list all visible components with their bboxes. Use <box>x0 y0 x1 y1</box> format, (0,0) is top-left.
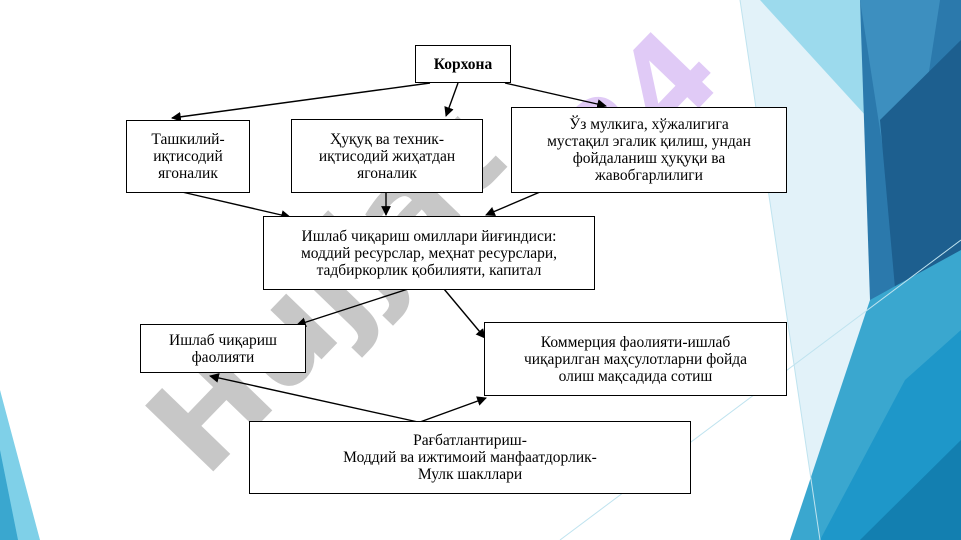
organizational-unity-label: Ташкилий- иқтисодий ягоналик <box>151 131 225 182</box>
legal-technical-unity-box: Ҳуқуқ ва техник- иқтисодий жиҳатдан ягон… <box>291 119 483 193</box>
production-factors-box: Ишлаб чиқариш омиллари йиғиндиси: моддий… <box>263 216 595 290</box>
arrow-center-to-commerce <box>443 288 486 339</box>
arrow-property-to-center <box>485 191 541 217</box>
root-box: Корхона <box>415 45 511 83</box>
incentives-label: Рағбатлантириш- Моддий ва ижтимоий манфа… <box>343 432 597 483</box>
arrow-org-to-center <box>181 191 291 220</box>
arrow-root-to-org <box>171 82 431 122</box>
legal-technical-unity-label: Ҳуқуқ ва техник- иқтисодий жиҳатдан ягон… <box>318 130 456 182</box>
arrow-bottom-to-commerce <box>419 396 487 423</box>
arrow-bottom-to-production <box>209 373 419 423</box>
root-label: Корхона <box>433 55 493 73</box>
arrow-root-to-legal <box>444 82 459 117</box>
production-activity-label: Ишлаб чиқариш фаолияти <box>169 331 277 366</box>
commercial-activity-label: Коммерция фаолияти-ишлаб чиқарилган маҳс… <box>523 333 748 385</box>
arrow-center-to-production <box>296 288 409 327</box>
property-rights-label: Ўз мулкига, хўжалигига мустақил эгалик қ… <box>547 116 751 184</box>
production-factors-label: Ишлаб чиқариш омиллари йиғиндиси: моддий… <box>301 227 557 279</box>
incentives-box: Рағбатлантириш- Моддий ва ижтимоий манфа… <box>249 421 691 494</box>
commercial-activity-box: Коммерция фаолияти-ишлаб чиқарилган маҳс… <box>484 322 787 396</box>
production-activity-box: Ишлаб чиқариш фаолияти <box>140 324 306 373</box>
arrow-root-to-property <box>504 82 607 109</box>
organizational-unity-box: Ташкилий- иқтисодий ягоналик <box>126 120 250 193</box>
property-rights-box: Ўз мулкига, хўжалигига мустақил эгалик қ… <box>511 107 787 193</box>
